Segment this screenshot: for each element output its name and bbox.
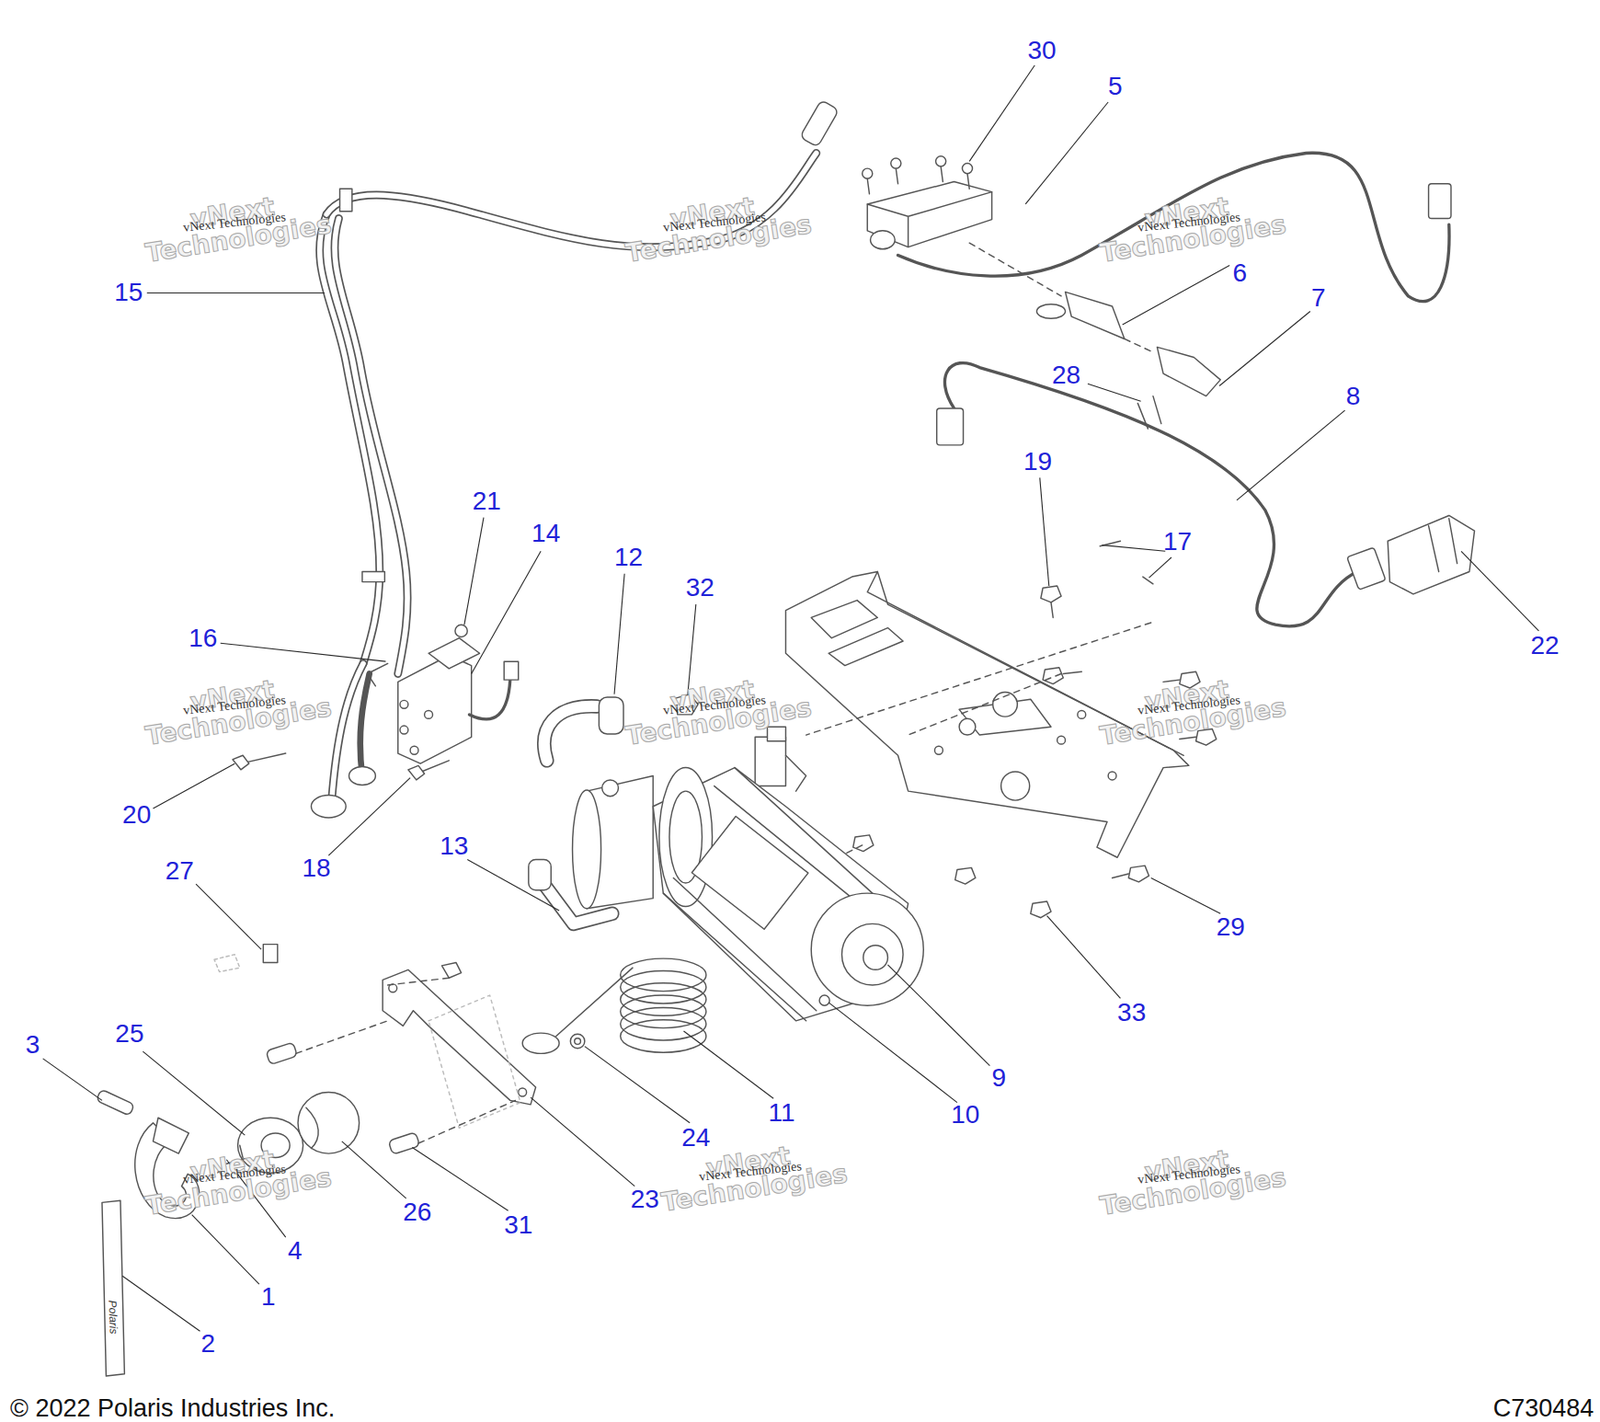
brand-text: Polaris — [106, 1299, 121, 1334]
callout-number: 6 — [1232, 260, 1247, 286]
callout-number: 27 — [165, 857, 195, 884]
callout-number: 1 — [261, 1283, 276, 1310]
figure-code: C730484 — [1493, 1395, 1595, 1421]
callout-number: 19 — [1023, 448, 1052, 475]
hook-hardware — [95, 962, 584, 1376]
callout-number: 33 — [1117, 999, 1146, 1026]
callout-number: 24 — [681, 1124, 710, 1151]
callout-number: 13 — [439, 833, 469, 859]
callout-number: 15 — [114, 279, 143, 306]
wire-rope — [522, 958, 707, 1053]
callout-number: 17 — [1163, 528, 1192, 555]
callout-number: 22 — [1530, 632, 1559, 659]
switch-harness — [862, 152, 1452, 429]
callout-number: 14 — [531, 520, 560, 547]
callout-number: 32 — [685, 574, 715, 601]
callout-number: 20 — [122, 801, 151, 828]
extension-harness — [937, 363, 1475, 627]
callout-number: 18 — [301, 855, 331, 881]
callout-number: 23 — [630, 1186, 660, 1212]
callout-number: 26 — [402, 1199, 432, 1225]
callout-number: 8 — [1346, 383, 1361, 410]
callout-number: 21 — [472, 488, 502, 515]
power-harness — [310, 100, 839, 818]
callout-number: 16 — [188, 625, 218, 652]
callout-number: 9 — [992, 1064, 1007, 1091]
callout-number: 5 — [1108, 73, 1123, 100]
callout-number: 12 — [614, 544, 643, 571]
callout-number: 4 — [287, 1237, 303, 1264]
contactor — [398, 624, 519, 764]
callout-number: 11 — [767, 1099, 795, 1126]
callout-number: 2 — [201, 1330, 217, 1357]
leader-lines — [43, 65, 1540, 1331]
copyright-note: © 2022 Polaris Industries Inc. — [10, 1395, 335, 1421]
callout-number: 3 — [25, 1031, 41, 1058]
winch — [572, 767, 925, 1021]
callout-number: 28 — [1051, 362, 1081, 389]
callout-number: 25 — [114, 1020, 144, 1047]
callout-number: 7 — [1311, 285, 1326, 311]
callout-number: 10 — [950, 1101, 980, 1128]
callout-number: 30 — [1027, 37, 1056, 64]
callout-number: 29 — [1216, 914, 1246, 940]
callout-number: 31 — [503, 1211, 533, 1238]
